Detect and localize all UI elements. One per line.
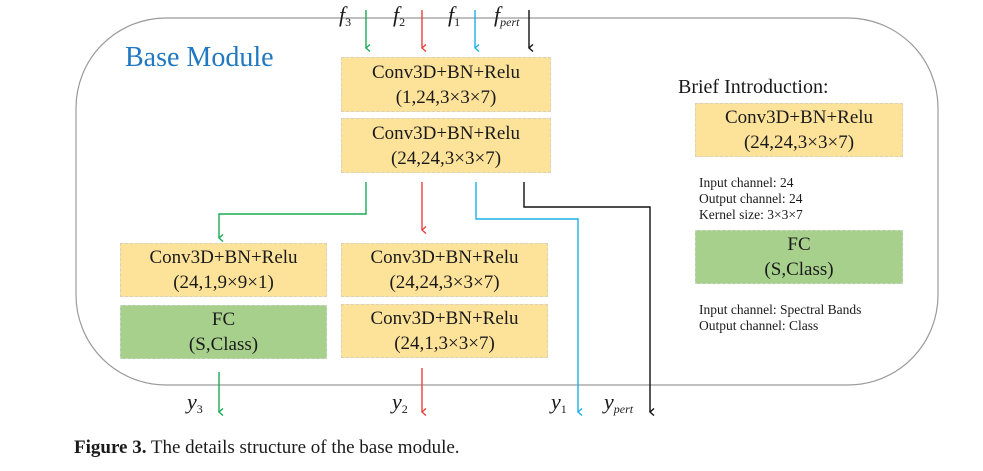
block-name: Conv3D+BN+Relu	[724, 107, 874, 128]
block-conv-mid-1: Conv3D+BN+Relu (24,24,3×3×7)	[341, 243, 548, 297]
intro-title: Brief Introduction:	[678, 76, 829, 98]
note-kernel-size: Kernel size: 3×3×7	[699, 207, 803, 222]
block-params: (24,24,3×3×7)	[389, 272, 500, 293]
block-params: (1,24,3×3×7)	[395, 86, 497, 108]
block-name: Conv3D+BN+Relu	[371, 122, 521, 144]
block-fc-left: FC (S,Class)	[120, 305, 327, 359]
block-name: Conv3D+BN+Relu	[370, 308, 519, 329]
caption-text: The details structure of the base module…	[146, 437, 460, 458]
block-name: FC	[787, 234, 811, 255]
block-conv-top-1: Conv3D+BN+Relu (1,24,3×3×7)	[341, 57, 551, 112]
output-label-y3: y3	[187, 389, 203, 416]
intro-fc-block: FC (S,Class)	[695, 230, 903, 284]
intro-fc-notes: Input channel: Spectral Bands Output cha…	[699, 302, 861, 334]
block-params: (S,Class)	[188, 334, 259, 355]
input-label-f1: f1	[448, 2, 461, 29]
note-input-channel: Input channel: 24	[699, 175, 794, 190]
input-label-f2: f2	[393, 2, 406, 29]
block-params: (24,24,3×3×7)	[743, 132, 855, 153]
note-output-channel: Output channel: 24	[699, 191, 803, 206]
figure-caption: Figure 3. The details structure of the b…	[74, 437, 460, 459]
output-label-y1: y1	[551, 389, 567, 416]
connector-green	[219, 182, 367, 238]
connector-blue	[475, 182, 578, 412]
block-name: Conv3D+BN+Relu	[370, 247, 519, 268]
block-params: (24,24,3×3×7)	[390, 147, 502, 169]
intro-conv-notes: Input channel: 24 Output channel: 24 Ker…	[699, 175, 803, 223]
caption-label: Figure 3.	[74, 437, 147, 458]
block-params: (24,1,9×9×1)	[173, 272, 274, 293]
block-name: Conv3D+BN+Relu	[149, 247, 298, 268]
input-label-f3: f3	[339, 2, 352, 29]
block-conv-top-2: Conv3D+BN+Relu (24,24,3×3×7)	[341, 118, 551, 173]
output-label-y2: y2	[392, 389, 408, 416]
note-output-channel: Output channel: Class	[699, 318, 819, 333]
note-input-channel: Input channel: Spectral Bands	[699, 302, 862, 317]
module-title: Base Module	[125, 42, 274, 73]
connector-black	[523, 182, 650, 412]
block-params: (24,1,3×3×7)	[394, 333, 495, 354]
intro-conv-block: Conv3D+BN+Relu (24,24,3×3×7)	[695, 103, 903, 157]
block-params: (S,Class)	[764, 259, 834, 280]
block-name: FC	[211, 309, 236, 330]
output-label-ypert: ypert	[604, 389, 634, 416]
input-label-fpert: fpert	[494, 2, 520, 29]
block-conv-left: Conv3D+BN+Relu (24,1,9×9×1)	[120, 243, 327, 297]
block-name: Conv3D+BN+Relu	[371, 61, 521, 83]
block-conv-mid-2: Conv3D+BN+Relu (24,1,3×3×7)	[341, 304, 548, 358]
module-boundary	[75, 17, 939, 386]
